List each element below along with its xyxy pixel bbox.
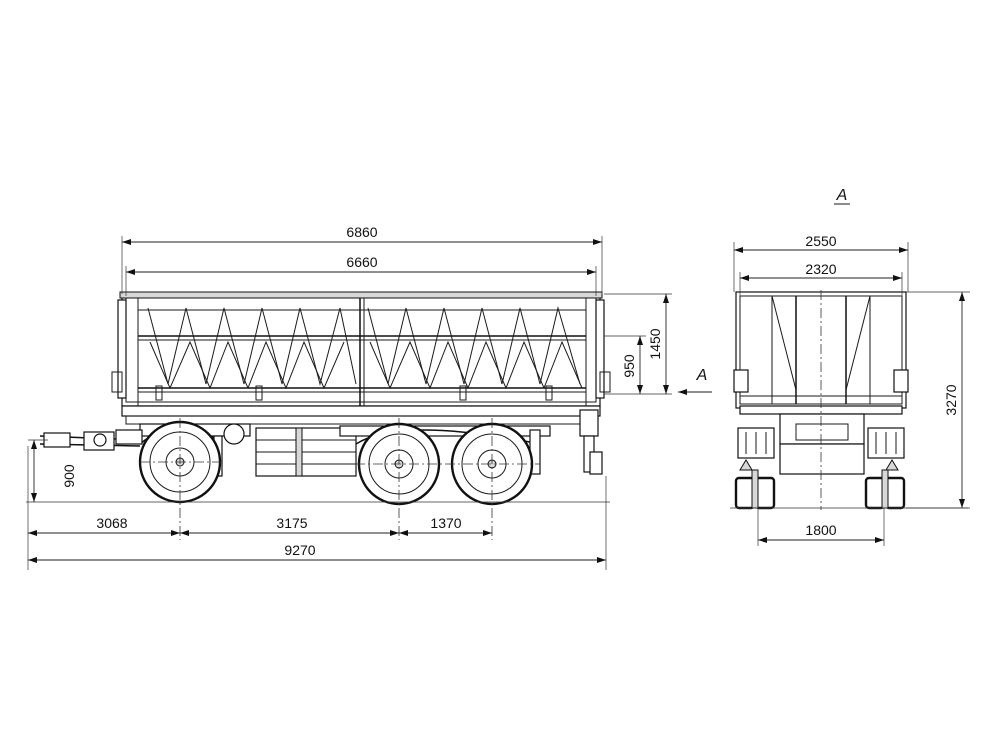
dim-side-height-1450: 1450 (647, 328, 663, 359)
rear-view: A (730, 187, 970, 546)
dim-track-width: 1800 (805, 522, 836, 538)
dim-side-height-950: 950 (621, 354, 637, 378)
dim-axle-to-axle: 3175 (276, 515, 307, 531)
dim-body-inner-width: 2320 (805, 261, 836, 277)
view-marker-a: A (696, 367, 708, 384)
dim-rear-axle-spacing: 1370 (430, 515, 461, 531)
dim-drawbar-to-front-axle: 3068 (96, 515, 127, 531)
dim-overall-length: 9270 (284, 542, 315, 558)
dim-overall-width: 2550 (805, 233, 836, 249)
side-view: 6860 6660 950 1450 A 900 3068 3175 1370 … (26, 224, 712, 570)
drawbar (39, 429, 143, 451)
dim-overall-body-length: 6860 (346, 224, 377, 240)
dim-overall-height: 3270 (943, 384, 959, 415)
dump-body (111, 291, 611, 407)
dim-coupling-height: 900 (61, 464, 77, 488)
dim-inner-body-length: 6660 (346, 254, 377, 270)
rear-view-title: A (836, 187, 848, 204)
